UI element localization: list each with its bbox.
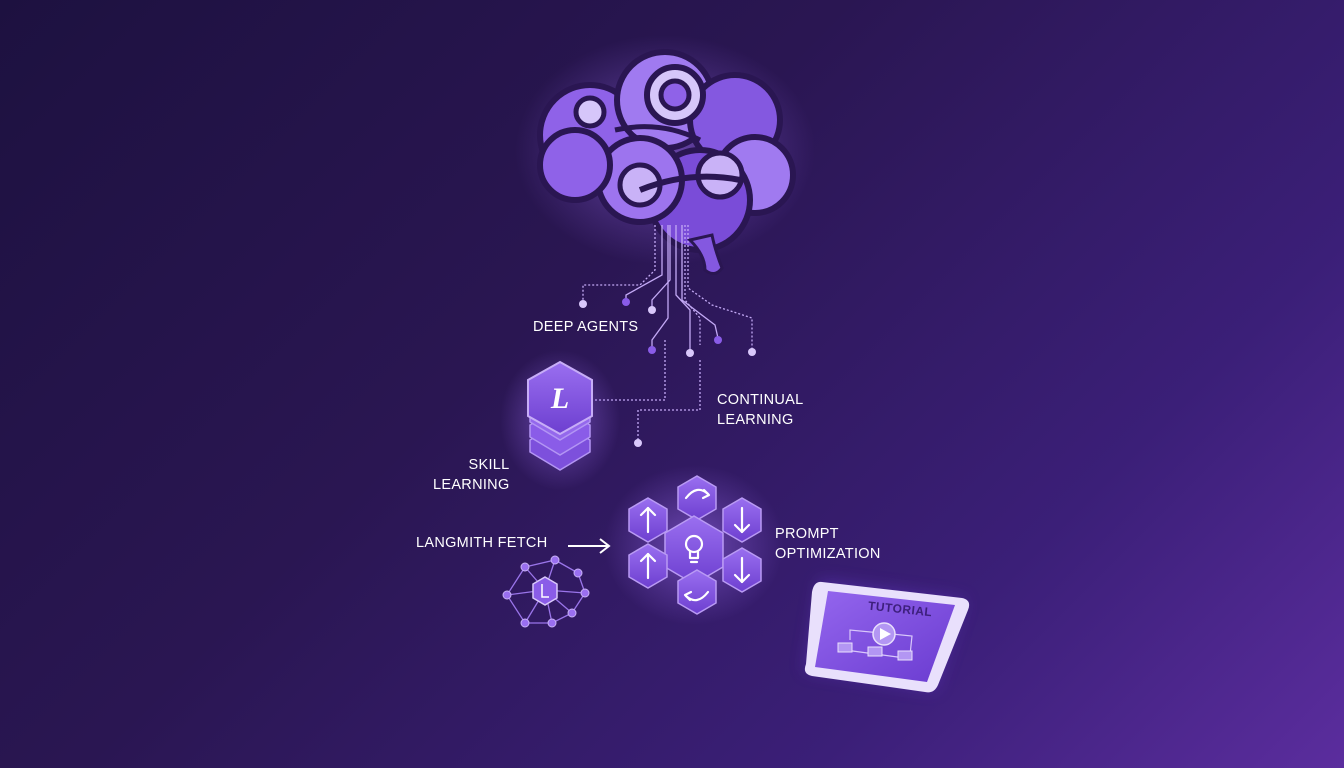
circuit-nodes — [579, 298, 756, 447]
tablet-video-icon — [804, 580, 970, 693]
prompt-optimization-label: PROMPT OPTIMIZATION — [775, 526, 881, 562]
hexagon-stack-icon: L — [500, 350, 620, 490]
hex-cycle-bottom — [677, 569, 717, 615]
langsmith-fetch-label: LANGMITH FETCH — [416, 535, 548, 551]
brain-icon — [515, 35, 815, 275]
skill-learning-label: SKILL LEARNING — [433, 457, 510, 493]
skill-logo-glyph: L — [550, 382, 569, 415]
network-graph-icon — [502, 555, 590, 628]
flow-arrow — [568, 538, 611, 554]
deep-agents-label: DEEP AGENTS — [533, 319, 639, 335]
hexagon-cluster-icon — [604, 465, 784, 625]
continual-learning-label: CONTINUAL LEARNING — [717, 392, 804, 428]
